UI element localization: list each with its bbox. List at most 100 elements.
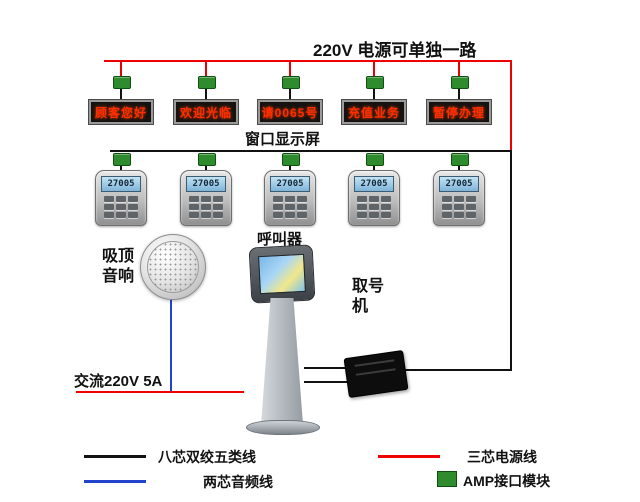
keypad-key — [369, 212, 379, 218]
display-row-label: 窗口显示屏 — [245, 131, 321, 148]
caller-screen: 27005 — [354, 176, 394, 192]
controller-stripe — [355, 368, 396, 376]
keypad-key — [104, 204, 114, 210]
ac-power-label: 交流220V 5A — [74, 373, 163, 390]
power-riser-wire — [510, 60, 512, 152]
legend-power-line — [378, 455, 440, 458]
power-note-label: 220V 电源可单独一路 — [313, 41, 477, 60]
keypad-key — [273, 212, 283, 218]
keypad-key — [201, 204, 211, 210]
amp-module — [113, 153, 131, 166]
keypad-key — [201, 196, 211, 202]
keypad-key — [357, 196, 367, 202]
speaker-label-line2: 音响 — [102, 268, 135, 285]
keypad-key — [128, 204, 138, 210]
caller-link-wire — [289, 164, 291, 171]
led-display: 充值业务 — [341, 99, 407, 125]
keypad-key — [128, 196, 138, 202]
amp-module — [451, 153, 469, 166]
keypad-key — [213, 196, 223, 202]
controller-box — [343, 350, 409, 398]
keypad-key — [285, 212, 295, 218]
keypad-key — [442, 196, 452, 202]
keypad-key — [442, 204, 452, 210]
led-display-text: 充值业务 — [347, 105, 400, 120]
led-display: 顾客您好 — [88, 99, 154, 125]
keypad-key — [466, 196, 476, 202]
keypad-key — [116, 204, 126, 210]
caller-link-wire — [373, 164, 375, 171]
keypad-key — [297, 212, 307, 218]
caller-link-wire — [120, 164, 122, 171]
caller-screen: 27005 — [101, 176, 141, 192]
caller-label: 呼叫器 — [257, 231, 303, 248]
power-drop-wire — [373, 60, 375, 76]
kiosk-head — [248, 244, 316, 304]
ac-power-wire — [76, 391, 244, 393]
legend-amp-square — [437, 471, 457, 487]
ceiling-speaker — [140, 234, 206, 300]
led-display: 欢迎光临 — [173, 99, 239, 125]
kiosk-controller-wire — [304, 367, 348, 369]
keypad-key — [285, 204, 295, 210]
display-link-wire — [205, 87, 207, 100]
speaker-label-line1: 吸顶 — [102, 248, 135, 265]
amp-module — [366, 76, 384, 89]
keypad-key — [285, 196, 295, 202]
keypad-key — [454, 204, 464, 210]
keypad-key — [357, 212, 367, 218]
caller-keypad — [265, 196, 315, 218]
caller-keypad — [349, 196, 399, 218]
amp-module — [198, 153, 216, 166]
caller-keypad — [181, 196, 231, 218]
led-display-text: 顾客您好 — [94, 105, 147, 120]
legend-amp-label: AMP接口模块 — [463, 473, 551, 489]
power-drop-wire — [289, 60, 291, 76]
amp-module — [198, 76, 216, 89]
keypad-key — [104, 212, 114, 218]
amp-module — [282, 76, 300, 89]
caller-screen: 27005 — [186, 176, 226, 192]
legend-cat5-line — [84, 455, 146, 458]
keypad-key — [369, 196, 379, 202]
caller-device: 27005 — [433, 170, 485, 226]
kiosk-controller-wire — [304, 381, 348, 383]
keypad-key — [116, 212, 126, 218]
legend-audio-label: 两芯音频线 — [203, 474, 273, 490]
audio-wire — [170, 298, 172, 392]
caller-link-wire — [458, 164, 460, 171]
caller-device: 27005 — [348, 170, 400, 226]
caller-device: 27005 — [264, 170, 316, 226]
keypad-key — [189, 204, 199, 210]
keypad-key — [128, 212, 138, 218]
power-drop-wire — [205, 60, 207, 76]
led-display-text: 欢迎光临 — [179, 105, 232, 120]
legend-cat5-label: 八芯双绞五类线 — [158, 449, 256, 465]
display-link-wire — [289, 87, 291, 100]
keypad-key — [189, 196, 199, 202]
power-drop-wire — [120, 60, 122, 76]
keypad-key — [381, 196, 391, 202]
keypad-key — [213, 204, 223, 210]
keypad-key — [297, 204, 307, 210]
amp-module — [451, 76, 469, 89]
data-bus-wire — [110, 150, 512, 152]
kiosk-base — [246, 420, 320, 435]
caller-link-wire — [205, 164, 207, 171]
speaker-mesh — [147, 241, 199, 293]
led-display: 暂停办理 — [426, 99, 492, 125]
keypad-key — [381, 204, 391, 210]
keypad-key — [201, 212, 211, 218]
keypad-key — [297, 196, 307, 202]
keypad-key — [466, 212, 476, 218]
amp-module — [366, 153, 384, 166]
keypad-key — [273, 204, 283, 210]
caller-device: 27005 — [95, 170, 147, 226]
led-display-text: 暂停办理 — [432, 105, 485, 120]
keypad-key — [381, 212, 391, 218]
display-link-wire — [373, 87, 375, 100]
display-link-wire — [120, 87, 122, 100]
led-display: 请0065号 — [257, 99, 323, 125]
caller-keypad — [434, 196, 484, 218]
